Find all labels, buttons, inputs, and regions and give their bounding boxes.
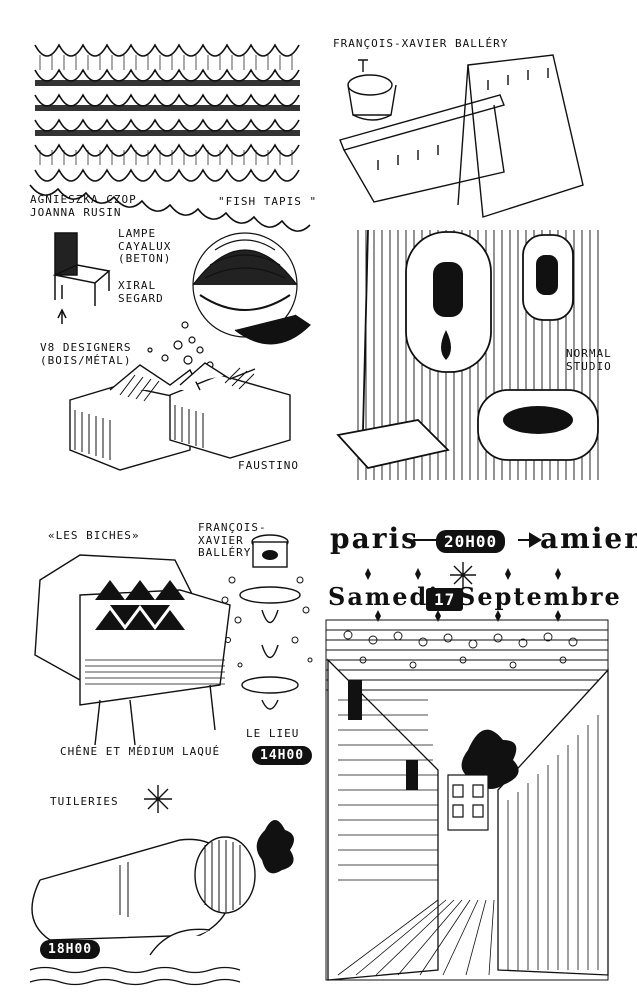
ballery-label-top: FRANÇOIS-XAVIER BALLÉRY [333,37,509,50]
sparkle-icon [365,562,561,622]
chair-drawing [52,232,111,324]
wood-blocks-drawing [69,362,291,471]
route-to: amiens [540,522,637,555]
normal-studio-drawing [336,229,599,480]
material-label: CHÊNE ET MÉDIUM LAQUÉ [60,745,221,758]
date-number-badge: 17 [426,588,464,611]
lamp-designer-label: XIRAL SEGARD [118,279,164,305]
v8-designers-label: V8 DESIGNERS (BOIS/MÉTAL) [40,341,132,367]
lamp-label: LAMPE CAYALUX (BETON) [118,227,172,266]
les-biches-label: «LES BICHES» [48,529,140,542]
date-month: Septembre [458,582,622,611]
panel-ballery-normal: FRANÇOIS-XAVIER BALLÉRY [318,0,637,490]
fish-tapis-scales-drawing [29,43,311,232]
panel-fish-tapis: AGNIESZKA CZOP JOANNA RUSIN "FISH TAPIS … [0,0,318,490]
tuileries-label: TUILERIES [50,795,119,808]
ballery-furniture-drawing [339,54,584,218]
time-badge-14h: 14H00 [252,746,313,765]
panel-paris-amiens: paris 20H00 amiens Samedi 17 Septembre [318,500,637,1000]
route-time-badge: 20H00 [436,530,506,553]
biches-table-drawing [34,554,231,746]
route-arrow [413,532,542,548]
route-from: paris [330,522,419,555]
date-day: Samedi [328,582,440,611]
fish-tapis-title: "FISH TAPIS " [218,195,318,208]
stacked-lamp-drawing [221,534,313,710]
lamp-sphere-drawing [147,232,311,369]
alley-drawing [325,619,609,981]
faustino-label: FAUSTINO [238,459,299,472]
tuileries-sculpture-drawing [29,820,294,986]
le-lieu-label: LE LIEU [246,727,300,740]
fish-tapis-designers: AGNIESZKA CZOP JOANNA RUSIN [30,193,137,219]
time-badge-18h: 18H00 [40,940,101,959]
tuileries-star-icon [144,785,172,813]
normal-studio-label: NORMAL STUDIO [566,347,612,373]
ballery-label-bottom: FRANÇOIS- XAVIER BALLÉRY [198,521,267,560]
panel-les-biches: «LES BICHES» FRANÇOIS- XAVIER BALLÉRY [0,500,318,1000]
